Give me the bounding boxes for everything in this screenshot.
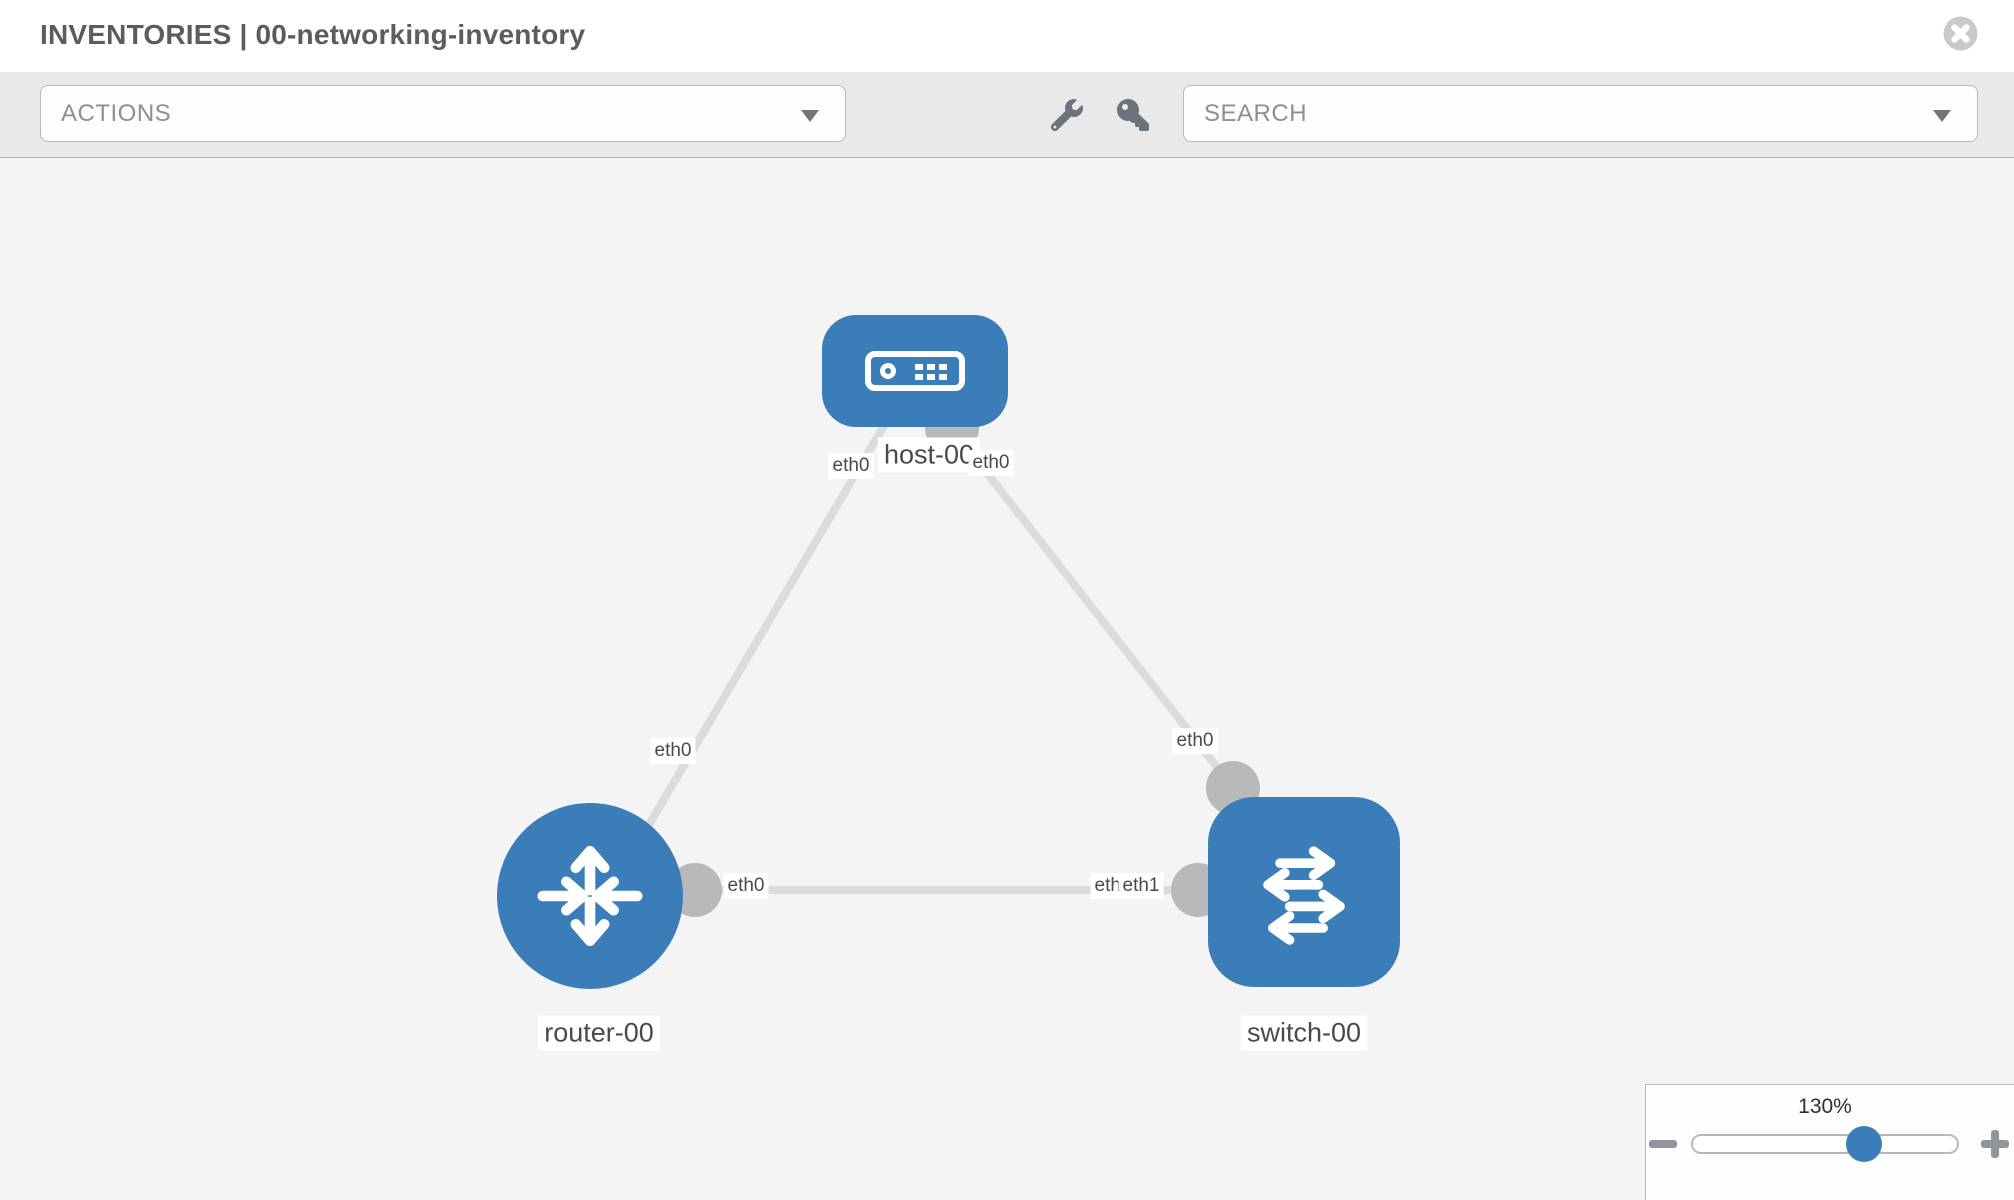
- router-icon: [537, 845, 643, 947]
- node-label-switch-00: switch-00: [1240, 1015, 1368, 1051]
- wrench-icon: [1050, 98, 1083, 131]
- links-layer: [626, 387, 1260, 917]
- actions-dropdown[interactable]: ACTIONS: [40, 85, 846, 142]
- chevron-down-icon: [801, 110, 819, 122]
- interface-label: eth0: [968, 450, 1014, 476]
- zoom-in-button[interactable]: [1977, 1126, 2013, 1162]
- credentials-button[interactable]: [1113, 96, 1153, 136]
- node-router-00[interactable]: [497, 803, 683, 989]
- chevron-down-icon: [1933, 110, 1951, 122]
- node-label-host-00: host-00: [877, 437, 981, 473]
- interface-label: eth0: [723, 873, 769, 899]
- switch-icon: [1263, 846, 1345, 945]
- topology-canvas[interactable]: eth0 host-00 eth0 eth0 eth0 eth0 eth0 et…: [0, 158, 2014, 1200]
- node-host-00[interactable]: [822, 315, 1008, 427]
- search-dropdown-label: SEARCH: [1204, 100, 1308, 127]
- interface-label: eth0: [650, 738, 696, 764]
- close-button[interactable]: [1943, 16, 1978, 51]
- node-switch-00[interactable]: [1208, 797, 1400, 987]
- configure-button[interactable]: [1047, 96, 1087, 136]
- node-label-router-00: router-00: [538, 1015, 660, 1051]
- search-dropdown[interactable]: SEARCH: [1183, 85, 1978, 142]
- interface-label: eth0: [1172, 728, 1218, 754]
- interface-label: eth1: [1118, 873, 1164, 899]
- interface-label: eth0: [828, 453, 874, 479]
- key-icon: [1117, 98, 1149, 131]
- zoom-panel: 130%: [1645, 1084, 2014, 1200]
- actions-dropdown-label: ACTIONS: [61, 100, 172, 127]
- zoom-slider-thumb[interactable]: [1846, 1126, 1882, 1162]
- zoom-out-button[interactable]: [1649, 1140, 1677, 1148]
- header: INVENTORIES | 00-networking-inventory: [0, 0, 2014, 72]
- toolbar: ACTIONS SEARCH: [0, 72, 2014, 158]
- close-icon: [1943, 16, 1978, 51]
- plus-icon: [1991, 1130, 1999, 1158]
- page-title: INVENTORIES | 00-networking-inventory: [40, 19, 586, 50]
- zoom-level-value: 130%: [1798, 1095, 1852, 1118]
- host-icon: [865, 351, 965, 391]
- zoom-slider-track[interactable]: [1691, 1134, 1959, 1154]
